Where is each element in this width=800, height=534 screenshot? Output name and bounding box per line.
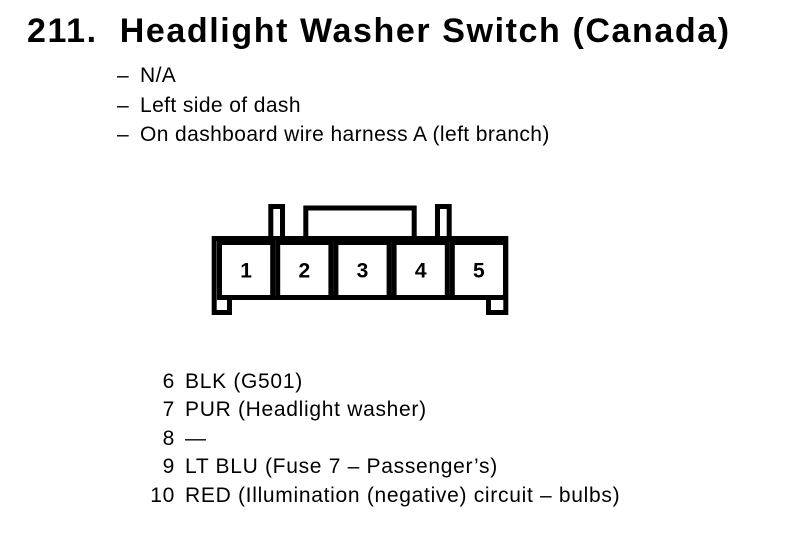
detail-line: – N/A (117, 61, 550, 91)
connector-tab-center (303, 205, 417, 242)
pin-row: 8 — (150, 425, 620, 453)
connector-tab-left (268, 204, 286, 241)
pin-description: BLK (G501) (185, 370, 303, 393)
pin-description: LT BLU (Fuse 7 – Passenger’s) (185, 455, 498, 479)
detail-line: – On dashboard wire harness A (left bran… (117, 120, 550, 150)
pin-row: 9 LT BLU (Fuse 7 – Passenger’s) (150, 453, 620, 481)
pin-description: — (185, 426, 207, 450)
pin-cavity-3 (333, 240, 392, 300)
detail-text: On dashboard wire harness A (left branch… (140, 123, 550, 146)
detail-list: – N/A – Left side of dash – On dashboard… (117, 61, 550, 150)
pin-cavity-5 (449, 240, 509, 300)
pin-cavity-number: 4 (415, 260, 427, 283)
dash-bullet: – (117, 93, 130, 117)
connector-diagram: 1 2 3 4 5 (211, 204, 509, 315)
pin-cavity-1 (217, 240, 276, 300)
pin-cavity-number: 3 (357, 260, 369, 283)
dash-bullet: – (117, 64, 130, 87)
section-title: Headlight Washer Switch (Canada) (119, 12, 731, 50)
detail-line: – Left side of dash (117, 91, 550, 121)
detail-text: Left side of dash (140, 93, 301, 117)
pin-cavity-4 (391, 240, 450, 300)
pin-cavity-2 (275, 240, 334, 300)
pin-cavity-number: 2 (298, 260, 310, 283)
pin-number: 8 (162, 426, 175, 450)
pin-number: 9 (162, 455, 175, 479)
pin-description: RED (Illumination (negative) circuit – b… (185, 483, 621, 507)
pin-number: 7 (162, 398, 175, 422)
pin-description-list: 6 BLK (G501) 7 PUR (Headlight washer) 8 … (150, 368, 620, 510)
section-number: 211. (27, 12, 98, 50)
pin-cavity-number: 1 (240, 260, 252, 283)
section-header: 211. Headlight Washer Switch (Canada) (27, 13, 731, 49)
connector-tab-right (435, 204, 452, 241)
pin-row: 7 PUR (Headlight washer) (150, 396, 620, 424)
detail-text: N/A (140, 64, 177, 87)
dash-bullet: – (117, 123, 130, 146)
pin-description: PUR (Headlight washer) (185, 398, 427, 422)
pin-row: 10 RED (Illumination (negative) circuit … (150, 482, 620, 510)
pin-row: 6 BLK (G501) (150, 368, 620, 396)
pin-cavity-number: 5 (473, 260, 485, 283)
pin-number: 10 (150, 483, 175, 507)
pin-number: 6 (162, 370, 175, 393)
